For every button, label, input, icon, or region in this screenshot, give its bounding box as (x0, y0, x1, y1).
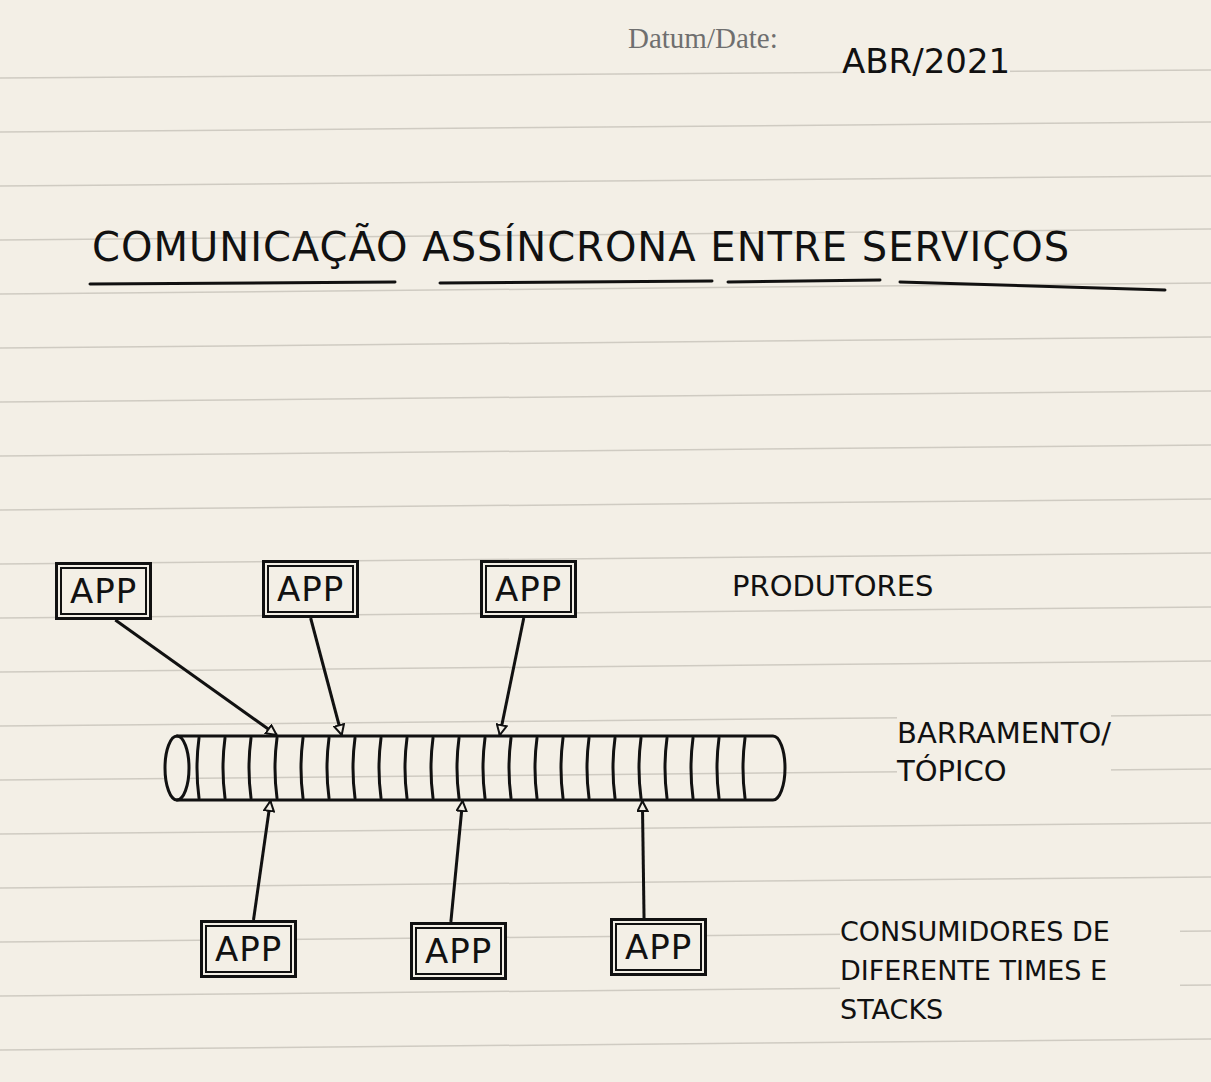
message-bus-topic: BARRAMENTO/ TÓPICO (165, 735, 785, 801)
app-box: APP (610, 918, 707, 976)
app-box: APP (410, 922, 507, 980)
app-box: APP (480, 560, 577, 618)
app-box: APP (200, 920, 297, 978)
arrow-connector (500, 618, 524, 735)
app-name: APP (215, 929, 282, 969)
tube-outline (161, 731, 789, 805)
app-box: APP (262, 560, 359, 618)
app-name: APP (495, 569, 562, 609)
app-name: APP (70, 571, 137, 611)
arrow-connector (451, 801, 463, 922)
consumers-label: CONSUMIDORES DE DIFERENTE TIMES E STACKS (840, 912, 1180, 1029)
date-value: ABR/2021 (842, 40, 1010, 83)
arrow-connector (253, 801, 270, 920)
diagram-title: COMUNICAÇÃO ASSÍNCRONA ENTRE SERVIÇOS (92, 222, 1070, 272)
app-name: APP (425, 931, 492, 971)
producers-label: PRODUTORES (732, 568, 933, 604)
arrow-connector (642, 801, 644, 918)
app-box: APP (55, 562, 152, 620)
bus-label: BARRAMENTO/ TÓPICO (897, 715, 1111, 790)
app-name: APP (625, 927, 692, 967)
app-name: APP (277, 569, 344, 609)
date-field-label: Datum/Date: (628, 20, 778, 56)
arrow-connector (311, 618, 342, 735)
ruled-lines (0, 70, 1211, 1050)
arrow-connector (115, 620, 276, 735)
title-underlines (90, 280, 1165, 290)
